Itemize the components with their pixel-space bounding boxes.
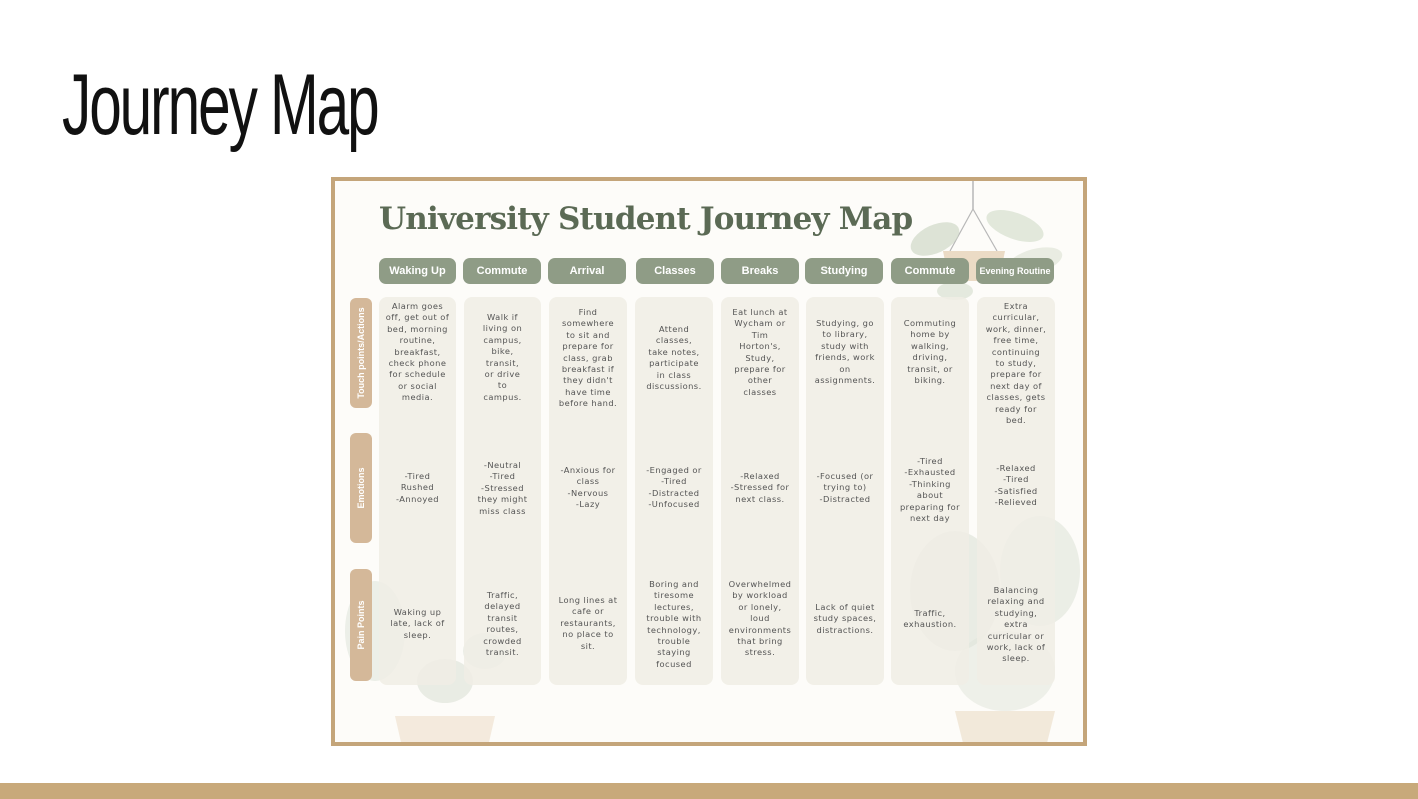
stage-column-evening-routine: Extra curricular, work, dinner, free tim… bbox=[977, 297, 1055, 685]
pain-point-text: Boring and tiresome lectures, trouble wi… bbox=[646, 579, 702, 669]
stage-header-studying: Studying bbox=[805, 258, 883, 284]
journey-map-image: University Student Journey Map Touch poi… bbox=[331, 177, 1087, 746]
stage-header-arrival: Arrival bbox=[548, 258, 626, 284]
stage-column-commute: Walk if living on campus, bike, transit,… bbox=[464, 297, 541, 685]
row-label-emotions: Emotions bbox=[350, 433, 372, 543]
stage-header-waking-up: Waking Up bbox=[379, 258, 456, 284]
stage-column-classes: Attend classes, take notes, participate … bbox=[635, 297, 713, 685]
emotion-text: -Relaxed -Stressed for next class. bbox=[730, 471, 790, 504]
emotion-text: -Tired Rushed -Annoyed bbox=[396, 471, 439, 504]
stage-header-commute-home: Commute bbox=[891, 258, 969, 284]
pain-point-text: Balancing relaxing and studying, extra c… bbox=[986, 585, 1046, 664]
stage-header-breaks: Breaks bbox=[721, 258, 799, 284]
emotion-text: -Tired -Exhausted -Thinking about prepar… bbox=[899, 456, 961, 524]
touchpoint-text: Attend classes, take notes, participate … bbox=[646, 324, 702, 392]
emotion-text: -Focused (or trying to) -Distracted bbox=[816, 471, 874, 504]
pain-point-text: Traffic, exhaustion. bbox=[903, 608, 957, 630]
touchpoint-text: Eat lunch at Wycham or Tim Horton's, Stu… bbox=[732, 307, 788, 397]
emotion-text: -Engaged or -Tired -Distracted -Unfocuse… bbox=[646, 465, 702, 510]
stage-column-commute-home: Commuting home by walking, driving, tran… bbox=[891, 297, 969, 685]
touchpoint-text: Extra curricular, work, dinner, free tim… bbox=[985, 301, 1047, 426]
stage-column-waking-up: Alarm goes off, get out of bed, morning … bbox=[379, 297, 456, 685]
emotion-text: -Neutral -Tired -Stressed they might mis… bbox=[477, 460, 528, 516]
stage-header-evening-routine: Evening Routine bbox=[976, 258, 1054, 284]
footer-accent-bar bbox=[0, 783, 1418, 799]
stage-column-arrival: Find somewhere to sit and prepare for cl… bbox=[549, 297, 627, 685]
touchpoint-text: Find somewhere to sit and prepare for cl… bbox=[558, 307, 618, 409]
slide-title: Journey Map bbox=[62, 57, 380, 153]
pain-point-text: Lack of quiet study spaces, distractions… bbox=[813, 602, 877, 635]
touchpoint-text: Studying, go to library, study with frie… bbox=[814, 318, 876, 386]
emotion-text: -Relaxed -Tired -Satisfied -Relieved bbox=[994, 463, 1038, 508]
pain-point-text: Waking up late, lack of sleep. bbox=[390, 607, 445, 640]
journey-map-title: University Student Journey Map bbox=[379, 201, 913, 237]
stage-column-breaks: Eat lunch at Wycham or Tim Horton's, Stu… bbox=[721, 297, 799, 685]
pain-point-text: Long lines at cafe or restaurants, no pl… bbox=[558, 595, 618, 651]
pain-point-text: Traffic, delayed transit routes, crowded… bbox=[483, 590, 522, 658]
stage-column-studying: Studying, go to library, study with frie… bbox=[806, 297, 884, 685]
pain-point-text: Overwhelmed by workload or lonely, loud … bbox=[728, 579, 792, 658]
stage-header-classes: Classes bbox=[636, 258, 714, 284]
touchpoint-text: Commuting home by walking, driving, tran… bbox=[903, 318, 957, 386]
stage-header-commute: Commute bbox=[463, 258, 541, 284]
touchpoint-text: Alarm goes off, get out of bed, morning … bbox=[385, 301, 450, 403]
touchpoint-text: Walk if living on campus, bike, transit,… bbox=[482, 312, 523, 402]
row-label-pain-points: Pain Points bbox=[350, 569, 372, 681]
row-label-touchpoints: Touch points/Actions bbox=[350, 298, 372, 408]
emotion-text: -Anxious for class -Nervous -Lazy bbox=[560, 465, 616, 510]
